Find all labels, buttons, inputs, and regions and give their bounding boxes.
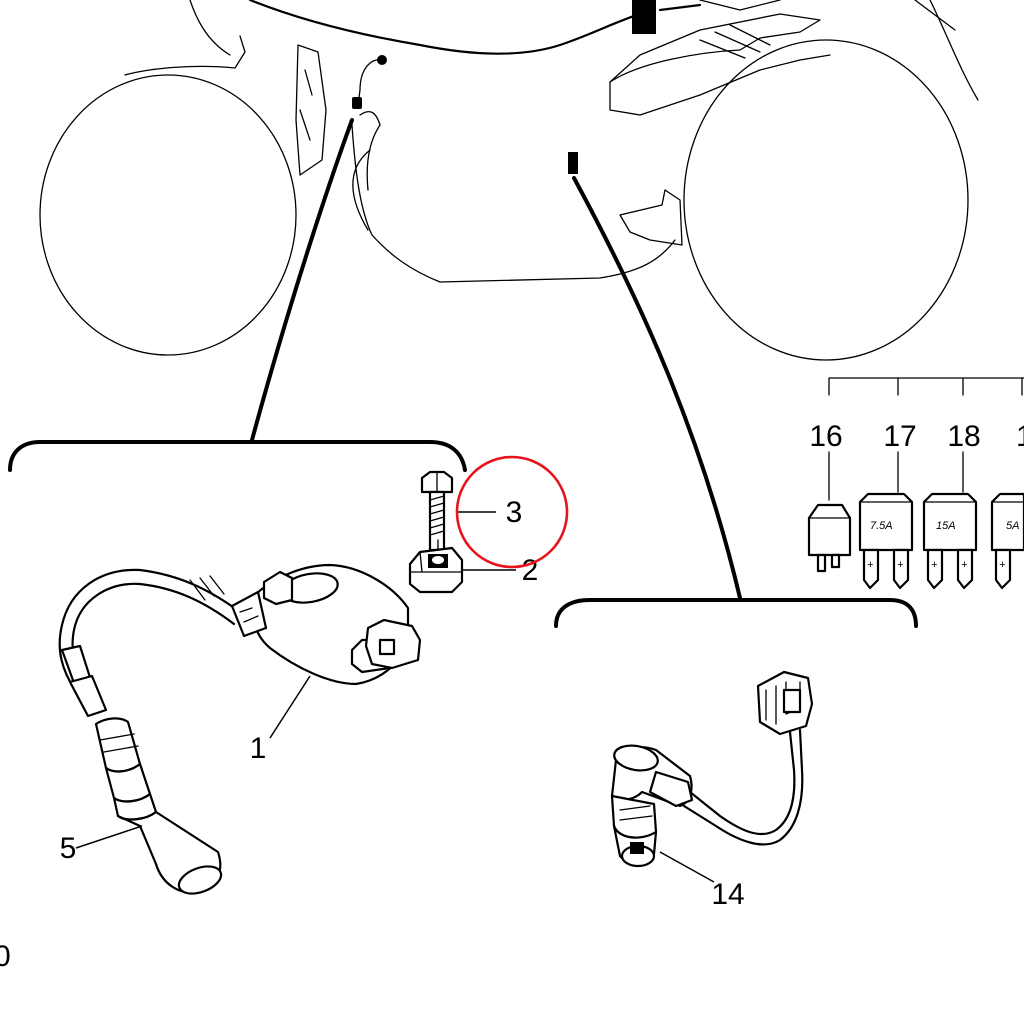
- svg-text:+: +: [931, 559, 938, 571]
- motorcycle-outline: [39, 0, 979, 361]
- rear-swingarm: [619, 189, 683, 246]
- callout-3: 3: [506, 496, 523, 529]
- bolt-part-3: [420, 470, 454, 552]
- rear-wheel: [683, 39, 969, 361]
- fuse-bracket: [828, 377, 1024, 501]
- svg-text:+: +: [867, 559, 874, 571]
- leader-to-coil-group: [250, 118, 354, 442]
- plug-cap-part-5: [60, 644, 223, 895]
- svg-text:+: +: [897, 559, 904, 571]
- front-fender: [124, 35, 246, 76]
- ignition-coil-part-1: [58, 563, 422, 739]
- fuse-17: 7.5A + +: [858, 492, 914, 590]
- callout-1: 1: [250, 732, 267, 765]
- fuse-19-partial: 5A +: [990, 492, 1024, 590]
- highlight-circle-part-3: [455, 455, 569, 569]
- front-wheel: [39, 74, 297, 356]
- bracket-coil-group: [8, 440, 467, 472]
- fuse-18-rating: 15A: [936, 520, 956, 532]
- svg-text:+: +: [961, 559, 968, 571]
- front-fork: [295, 44, 327, 176]
- clamp-part-2: [408, 539, 464, 594]
- callout-14: 14: [711, 878, 744, 911]
- relay-16: [807, 503, 852, 573]
- fuse-18: 15A + +: [922, 492, 978, 590]
- callout-2: 2: [522, 554, 539, 587]
- edge-fragment-label: 0: [0, 940, 11, 973]
- fuse-17-rating: 7.5A: [870, 520, 893, 532]
- callout-5: 5: [60, 832, 77, 865]
- fuse-19-rating: 5A: [1006, 520, 1019, 532]
- callout-19-partial: 1: [1016, 420, 1024, 453]
- callout-17: 17: [883, 420, 916, 453]
- callout-16: 16: [809, 420, 842, 453]
- svg-text:+: +: [999, 559, 1006, 571]
- bracket-sensor-group: [554, 598, 918, 628]
- rear-fender: [609, 13, 821, 83]
- frame-outline: [351, 124, 676, 283]
- sensor-part-14: [610, 670, 814, 883]
- harness-connector: [632, 0, 656, 34]
- leader-to-sensor-group: [572, 176, 742, 600]
- wire-harness: [248, 0, 702, 174]
- callout-18: 18: [947, 420, 980, 453]
